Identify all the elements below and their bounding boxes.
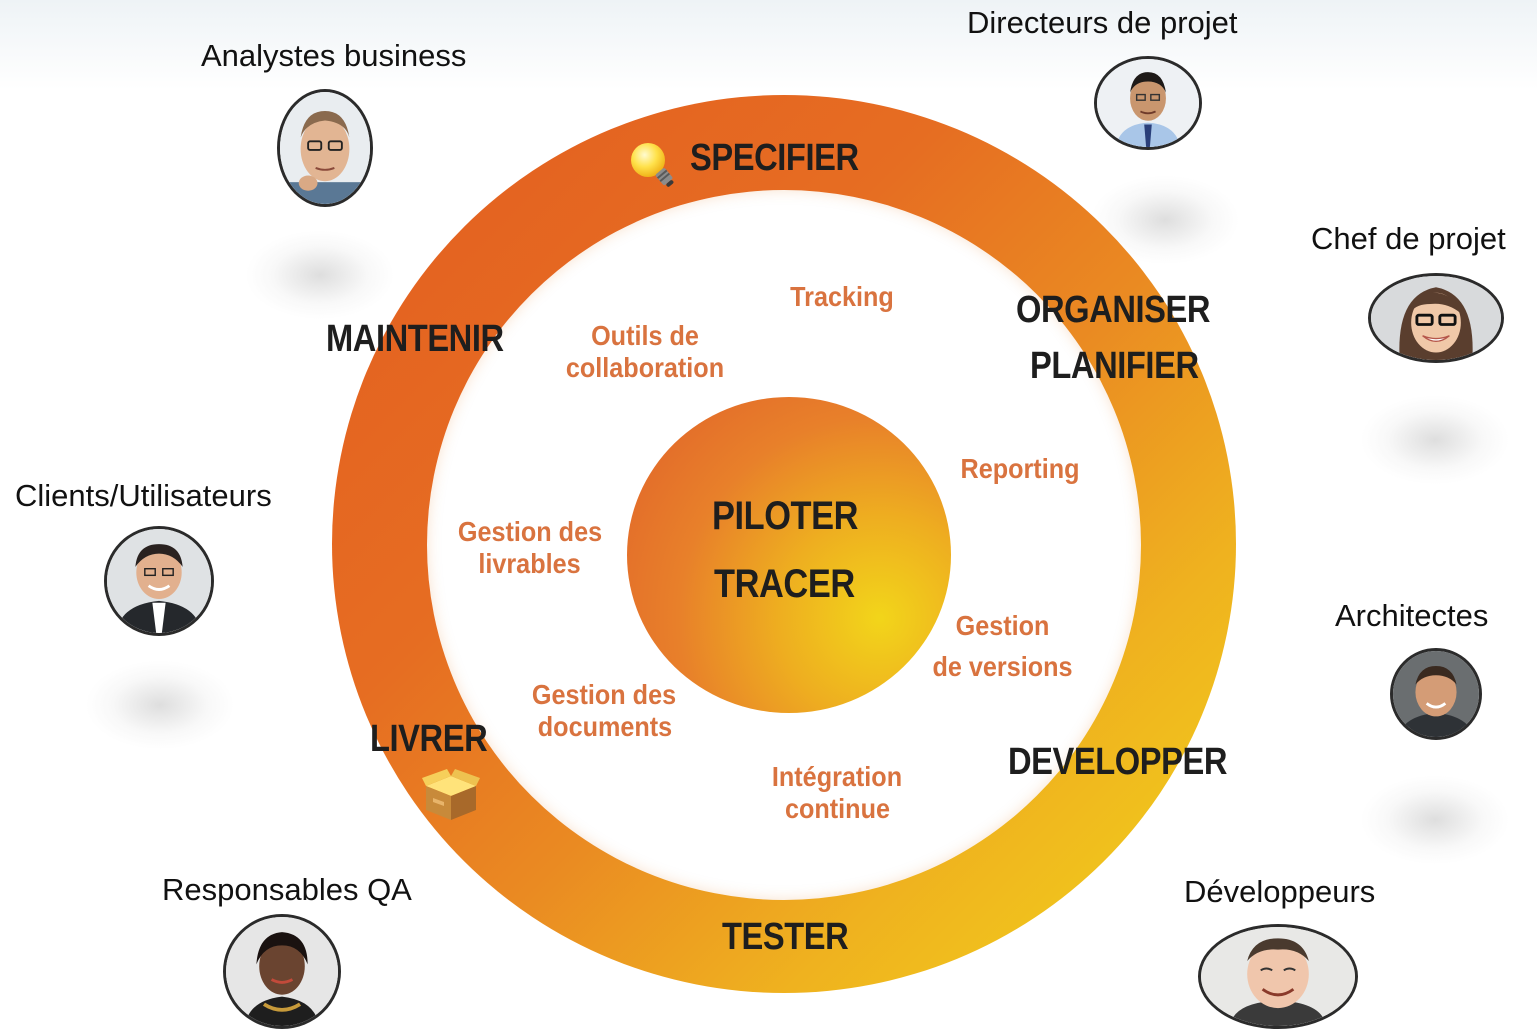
tool-livrables-line1: Gestion des [457, 516, 603, 547]
role-label-clients: Clients/Utilisateurs [15, 478, 272, 513]
tool-documents-line1: Gestion des [531, 679, 677, 710]
avatar-reflection [85, 660, 235, 750]
phase-organiser: ORGANISER [1016, 289, 1211, 331]
avatar-reflection [1360, 775, 1510, 865]
tool-documents-line2: documents [537, 711, 673, 742]
avatar-directeurs [1094, 56, 1202, 150]
tool-collaboration-line2: collaboration [565, 352, 725, 383]
role-label-architectes: Architectes [1335, 598, 1489, 633]
phase-planifier: PLANIFIER [1030, 345, 1199, 387]
avatar-reflection [1360, 395, 1510, 485]
tool-integration-line2: continue [784, 793, 890, 824]
phase-tester: TESTER [722, 916, 849, 958]
avatar-developpeurs [1198, 924, 1358, 1029]
center-label-tracer: TRACER [714, 562, 855, 606]
phase-specifier: SPECIFIER [690, 137, 859, 179]
tool-livrables-line2: livrables [478, 548, 581, 579]
role-label-developpeurs: Développeurs [1184, 874, 1376, 909]
tool-tracking: Tracking [790, 281, 894, 312]
package-box-icon [420, 768, 482, 822]
avatar-analystes [277, 89, 373, 207]
center-label-piloter: PILOTER [712, 494, 859, 538]
lightbulb-icon [626, 140, 682, 192]
role-label-directeurs: Directeurs de projet [967, 5, 1238, 40]
avatar-architectes [1390, 648, 1482, 740]
role-label-chef: Chef de projet [1311, 221, 1506, 256]
tool-versions-line1: Gestion [955, 610, 1050, 641]
tool-collaboration-line1: Outils de [591, 320, 699, 351]
center-circle [627, 397, 951, 713]
tool-reporting: Reporting [960, 453, 1080, 484]
phase-developper: DEVELOPPER [1008, 741, 1228, 783]
tool-versions-line2: de versions [932, 651, 1073, 682]
avatar-qa [223, 914, 341, 1029]
phase-maintenir: MAINTENIR [326, 318, 504, 360]
avatar-clients [104, 526, 214, 636]
avatar-chef [1368, 273, 1504, 363]
avatar-reflection [245, 230, 395, 320]
tool-integration-line1: Intégration [771, 761, 903, 792]
role-label-analystes: Analystes business [201, 38, 467, 73]
role-label-qa: Responsables QA [162, 872, 412, 907]
phase-livrer: LIVRER [370, 718, 488, 760]
